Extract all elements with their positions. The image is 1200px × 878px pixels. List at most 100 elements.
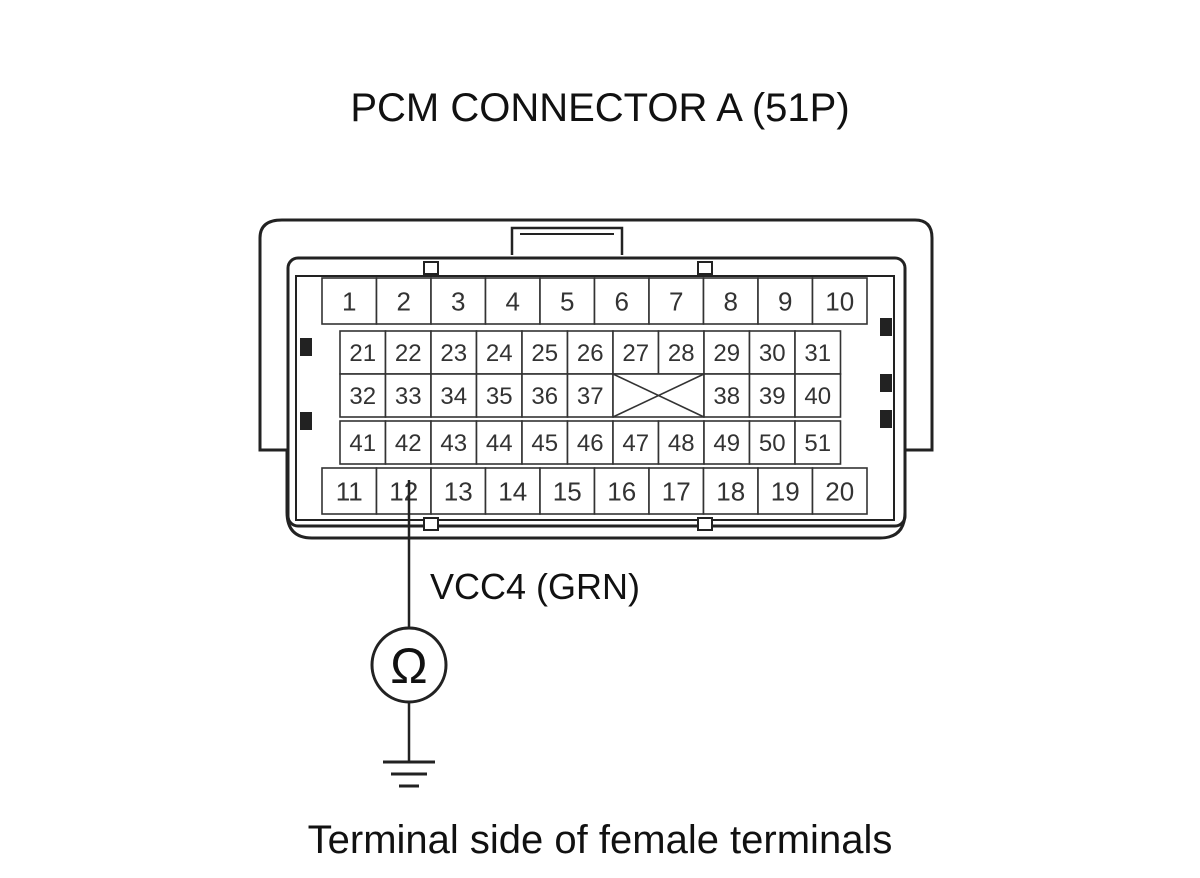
terminal-cavity	[430, 420, 478, 465]
terminal-number: 5	[560, 286, 574, 316]
terminal-number: 51	[804, 430, 831, 457]
connector-latch	[510, 226, 624, 255]
terminal-number: 20	[825, 476, 854, 506]
terminal-number: 46	[577, 430, 604, 457]
terminal-cavity	[648, 277, 705, 325]
terminal-number: 25	[531, 340, 558, 367]
key-notch	[423, 261, 439, 275]
terminal-cavity	[475, 373, 523, 418]
terminal-number: 2	[397, 286, 411, 316]
terminal-cavity	[648, 467, 705, 515]
terminal-number: 48	[668, 430, 695, 457]
terminal-cavity	[475, 420, 523, 465]
key-notch	[697, 261, 713, 275]
locking-tab	[300, 338, 312, 356]
connector-housing-outline	[258, 218, 934, 540]
terminal-cavity	[811, 467, 868, 515]
terminal-cavity	[430, 277, 487, 325]
ohm-icon: Ω	[390, 638, 427, 694]
terminal-cavity	[339, 420, 387, 465]
terminal-number: 13	[444, 476, 473, 506]
terminal-number: 32	[349, 383, 376, 410]
terminal-number: 42	[395, 430, 422, 457]
terminal-number: 30	[759, 340, 786, 367]
terminal-cavity	[484, 467, 541, 515]
terminal-cavity	[657, 330, 705, 375]
diagram-caption: Terminal side of female terminals	[307, 818, 893, 862]
terminal-number: 7	[669, 286, 683, 316]
locking-tab	[880, 374, 892, 392]
terminal-cavity	[339, 330, 387, 375]
terminal-cavity	[339, 373, 387, 418]
terminal-number: 39	[759, 383, 786, 410]
terminal-number: 4	[506, 286, 520, 316]
terminal-number: 49	[713, 430, 740, 457]
terminal-number: 29	[713, 340, 740, 367]
terminal-cavity	[521, 420, 569, 465]
terminal-number: 6	[615, 286, 629, 316]
terminal-number: 36	[531, 383, 558, 410]
terminal-number: 33	[395, 383, 422, 410]
ground-icon	[383, 760, 435, 788]
terminal-number: 14	[498, 476, 527, 506]
terminal-number: 40	[804, 383, 831, 410]
terminal-number: 34	[440, 383, 467, 410]
terminal-number: 28	[668, 340, 695, 367]
terminal-cavity	[757, 467, 814, 515]
locking-tab	[880, 410, 892, 428]
key-notch	[697, 517, 713, 531]
terminal-number: 22	[395, 340, 422, 367]
connector-inner-face	[286, 256, 907, 528]
terminal-cavity	[702, 277, 759, 325]
terminal-cavity	[702, 467, 759, 515]
blank-cavity-cross	[612, 373, 705, 418]
terminal-cavity	[612, 420, 660, 465]
terminal-number: 18	[716, 476, 745, 506]
terminal-number: 11	[336, 476, 363, 506]
terminal-number: 17	[662, 476, 691, 506]
terminal-number: 44	[486, 430, 513, 457]
wire-label: VCC4 (GRN)	[430, 566, 641, 607]
terminal-number: 12	[389, 476, 418, 506]
terminal-cavity	[430, 467, 487, 515]
connector-pin-area	[295, 275, 895, 521]
terminal-number: 37	[577, 383, 604, 410]
terminal-number: 19	[771, 476, 800, 506]
terminal-cavity	[593, 277, 650, 325]
terminal-number: 31	[804, 340, 831, 367]
terminal-number: 27	[622, 340, 649, 367]
terminal-number: 10	[825, 286, 854, 316]
terminal-cavity	[748, 373, 796, 418]
terminal-number: 35	[486, 383, 513, 410]
terminal-number: 45	[531, 430, 558, 457]
terminal-number: 15	[553, 476, 582, 506]
terminal-cavity	[539, 467, 596, 515]
terminal-cavity	[794, 373, 842, 418]
terminal-number: 24	[486, 340, 513, 367]
key-notch	[423, 517, 439, 531]
diagram-title: PCM CONNECTOR A (51P)	[350, 86, 850, 130]
terminal-number: 3	[451, 286, 465, 316]
terminal-number: 26	[577, 340, 604, 367]
terminal-number: 41	[349, 430, 376, 457]
terminal-number: 43	[440, 430, 467, 457]
terminal-cavity	[384, 420, 432, 465]
terminal-cavity	[539, 277, 596, 325]
locking-tab	[880, 318, 892, 336]
terminal-cavity	[375, 277, 432, 325]
terminal-number: 1	[342, 286, 356, 316]
terminal-number: 38	[713, 383, 740, 410]
terminal-number: 8	[724, 286, 738, 316]
terminal-cavity	[794, 330, 842, 375]
locking-tab	[300, 412, 312, 430]
terminal-number: 9	[778, 286, 792, 316]
terminal-number: 47	[622, 430, 649, 457]
terminal-number: 21	[349, 340, 376, 367]
terminal-cavity	[566, 373, 614, 418]
terminal-cavity	[612, 330, 660, 375]
terminal-cavity	[811, 277, 868, 325]
terminal-number: 23	[440, 340, 467, 367]
terminal-number: 16	[607, 476, 636, 506]
terminal-number: 50	[759, 430, 786, 457]
